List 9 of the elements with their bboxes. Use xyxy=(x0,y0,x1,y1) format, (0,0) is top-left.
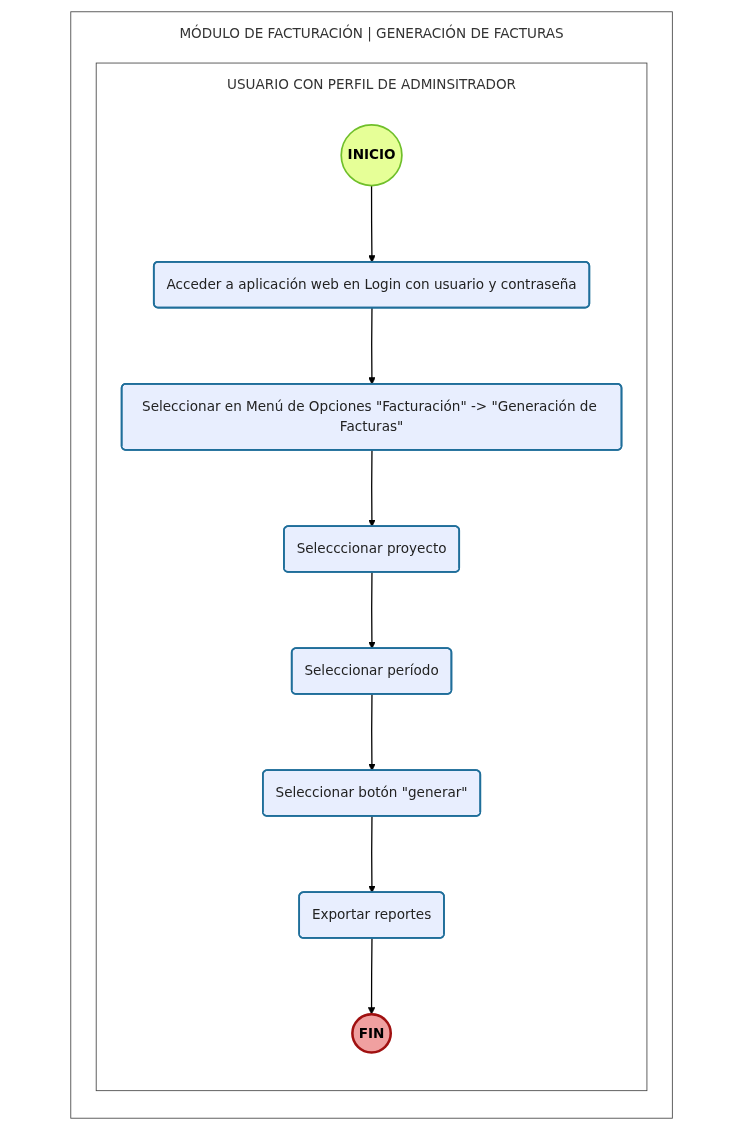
arrow xyxy=(368,815,376,893)
node-circle: FIN xyxy=(351,1012,392,1054)
node-circle: INICIO xyxy=(340,124,403,187)
arrow xyxy=(368,693,376,771)
arrow xyxy=(368,449,376,527)
arrow xyxy=(368,307,376,385)
arrow xyxy=(368,571,376,649)
arrow xyxy=(367,937,376,1015)
arrow xyxy=(368,184,376,263)
